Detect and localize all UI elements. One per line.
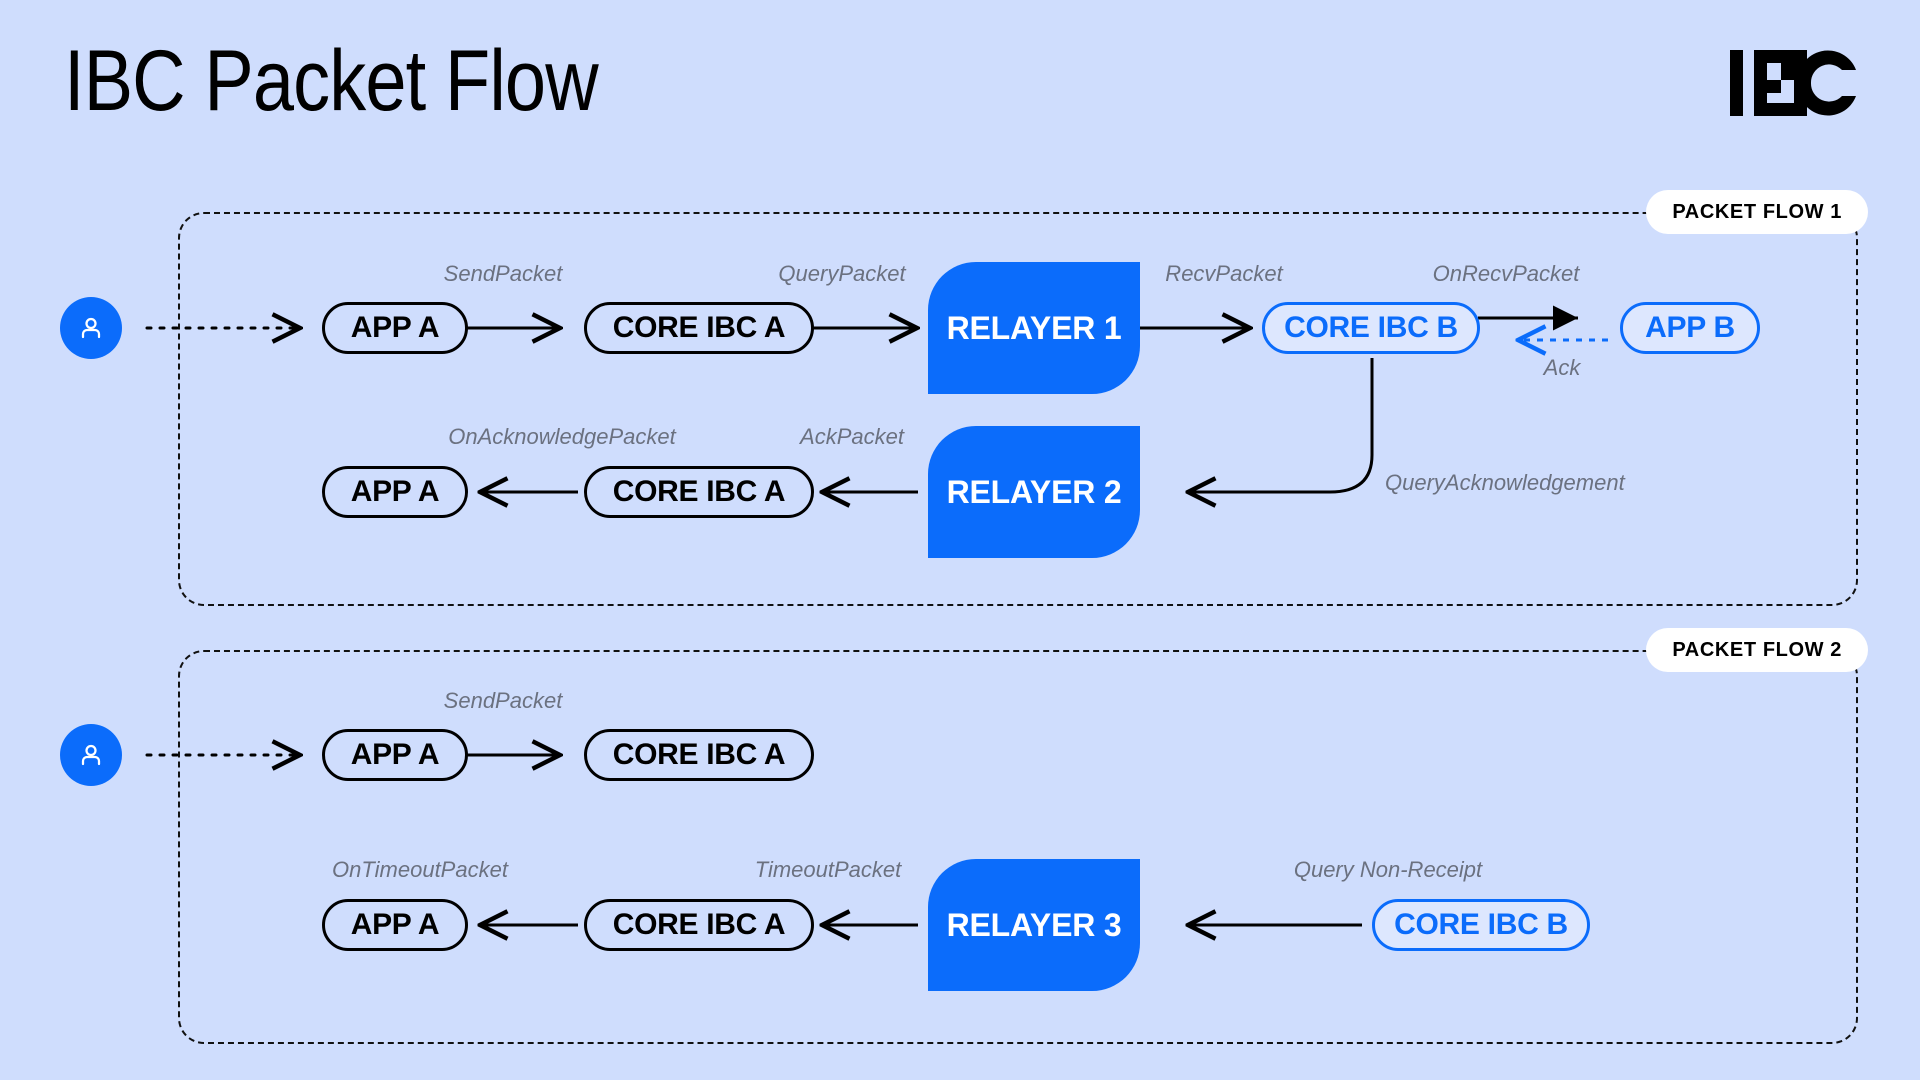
node-relayer-3[interactable]: RELAYER 3 (928, 859, 1140, 991)
label-ack-packet: AckPacket (800, 424, 904, 449)
node-relayer-2[interactable]: RELAYER 2 (928, 426, 1140, 558)
label-on-timeout-packet: OnTimeoutPacket (332, 857, 508, 882)
node-core-ibc-a-timeout[interactable]: CORE IBC A (584, 899, 814, 951)
label-query-non-receipt: Query Non-Receipt (1293, 857, 1483, 882)
node-relayer-1[interactable]: RELAYER 1 (928, 262, 1140, 394)
node-app-a[interactable]: APP A (322, 302, 468, 354)
label-on-recv-packet: OnRecvPacket (1432, 261, 1580, 286)
node-app-a-timeout[interactable]: APP A (322, 899, 468, 951)
packet-flow-1-badge: PACKET FLOW 1 (1646, 190, 1868, 234)
label-ack: Ack (1543, 355, 1581, 380)
node-app-a-ack[interactable]: APP A (322, 466, 468, 518)
packet-flow-2-container (178, 650, 1858, 1044)
label-query-acknowledgement: QueryAcknowledgement (1385, 470, 1625, 495)
node-core-ibc-b-2[interactable]: CORE IBC B (1372, 899, 1590, 951)
label-send-packet: SendPacket (443, 261, 563, 286)
label-send-packet-2: SendPacket (443, 688, 563, 713)
packet-flow-2-badge: PACKET FLOW 2 (1646, 628, 1868, 672)
node-app-a-2[interactable]: APP A (322, 729, 468, 781)
ibc-logo-icon (1728, 46, 1858, 120)
user-avatar-2 (60, 724, 122, 786)
node-core-ibc-b[interactable]: CORE IBC B (1262, 302, 1480, 354)
label-query-packet: QueryPacket (778, 261, 906, 286)
node-core-ibc-a-ack[interactable]: CORE IBC A (584, 466, 814, 518)
node-app-b[interactable]: APP B (1620, 302, 1760, 354)
node-core-ibc-a[interactable]: CORE IBC A (584, 302, 814, 354)
label-on-acknowledge-packet: OnAcknowledgePacket (448, 424, 676, 449)
packet-flow-1-container (178, 212, 1858, 606)
node-core-ibc-a-2[interactable]: CORE IBC A (584, 729, 814, 781)
page-title: IBC Packet Flow (64, 33, 599, 129)
label-timeout-packet: TimeoutPacket (754, 857, 902, 882)
user-avatar (60, 297, 122, 359)
label-recv-packet: RecvPacket (1165, 261, 1283, 286)
